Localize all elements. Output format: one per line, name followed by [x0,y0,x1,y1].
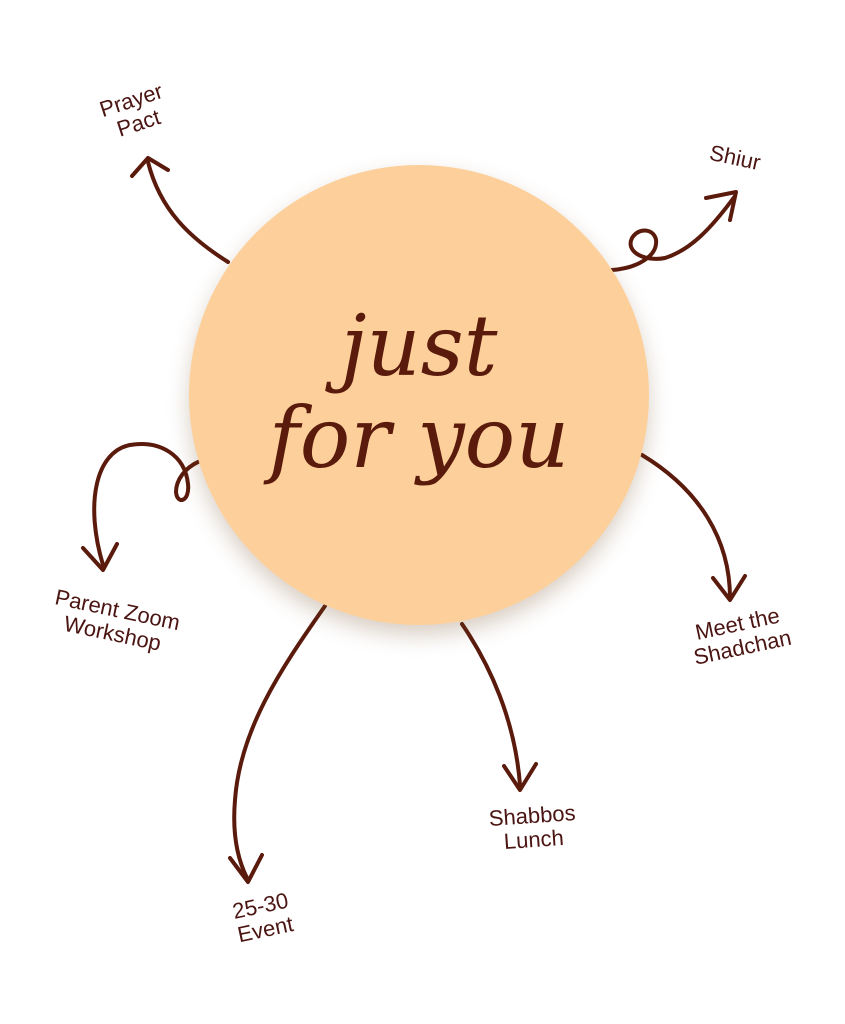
center-title-line-1: just [340,297,498,395]
arrowhead-shabbos-lunch [502,762,538,792]
center-title-line-2: for you [268,389,570,487]
arrow-shabbos-lunch [460,622,522,787]
arrow-prayer-pact [146,160,230,264]
center-title: just for you [189,300,649,484]
arrow-meet-shadchan [640,453,732,600]
arrowhead-parent-zoom [81,542,119,572]
arrowhead-meet-shadchan [711,574,747,602]
node-shabbos-lunch: Shabbos Lunch [476,800,589,856]
arrowhead-shiur [704,190,738,222]
center-circle [189,165,649,625]
arrowhead-prayer-pact [130,156,170,178]
arrow-25-30-event [232,604,327,880]
arrowhead-25-30-event [228,853,264,884]
arrow-parent-zoom [92,442,200,567]
arrow-shiur [610,194,737,272]
